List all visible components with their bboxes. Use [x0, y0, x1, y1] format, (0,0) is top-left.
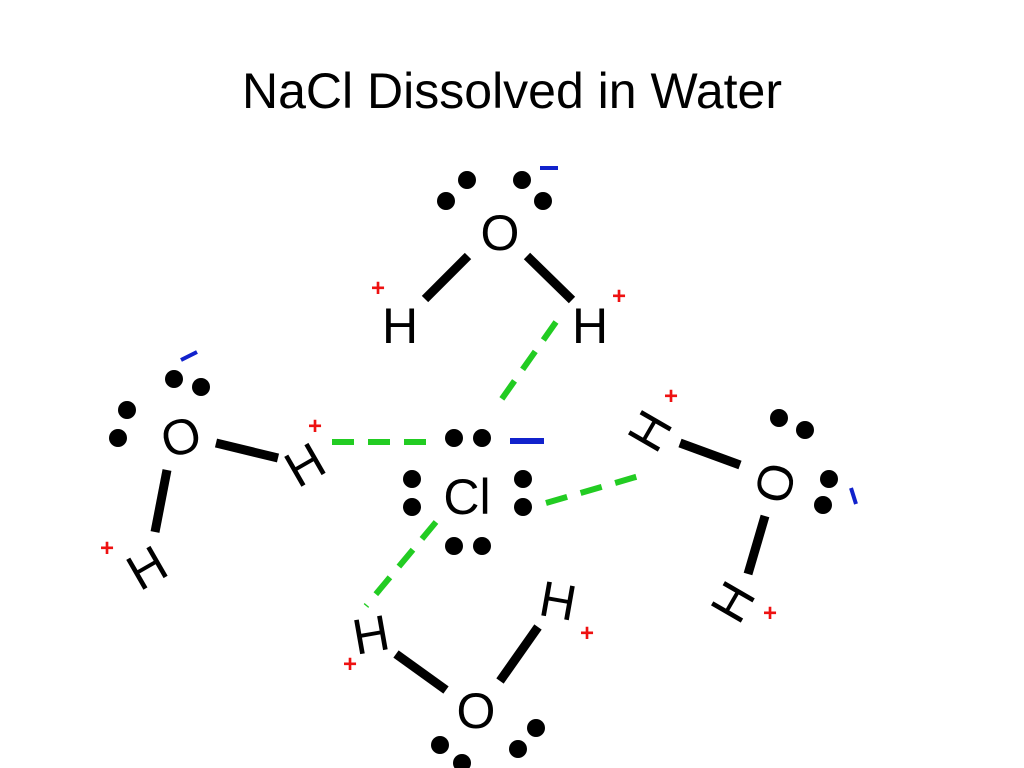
- hydrogen-bond-top: [491, 320, 559, 412]
- partial-positive-charge: +: [580, 620, 594, 647]
- partial-positive-charge: +: [664, 383, 678, 410]
- o-lone-pair-electron: [509, 740, 527, 758]
- hydrogen-symbol: H: [117, 535, 176, 602]
- partial-negative-charge: [849, 487, 858, 505]
- covalent-bond: [393, 650, 449, 694]
- o-lone-pair-electron: [109, 429, 127, 447]
- covalent-bond: [421, 252, 472, 303]
- oxygen-symbol: O: [457, 683, 496, 739]
- partial-positive-charge: +: [343, 651, 357, 678]
- partial-positive-charge: +: [763, 600, 777, 627]
- partial-positive-charge: +: [371, 275, 385, 302]
- o-lone-pair-electron: [770, 409, 788, 427]
- hydrogen-symbol: H: [382, 298, 418, 354]
- water-molecule-bottom: O H H + +: [343, 570, 594, 768]
- water-molecule-left: O H H + +: [100, 350, 335, 602]
- o-lone-pair-electron: [192, 378, 210, 396]
- o-lone-pair-electron: [431, 736, 449, 754]
- cl-lone-pair-electron: [403, 470, 421, 488]
- o-lone-pair-electron: [458, 171, 476, 189]
- cl-lone-pair-electron: [514, 470, 532, 488]
- hydrogen-symbol: H: [535, 570, 580, 631]
- hydrogen-symbol: H: [617, 401, 684, 460]
- o-lone-pair-electron: [820, 470, 838, 488]
- o-lone-pair-electron: [534, 192, 552, 210]
- oxygen-symbol: O: [743, 457, 807, 509]
- water-molecule-right: O H H + +: [617, 383, 858, 632]
- hydrogen-bond-right: [545, 471, 647, 506]
- partial-positive-charge: +: [612, 283, 626, 310]
- chloride-ion: Cl: [403, 429, 544, 555]
- o-lone-pair-electron: [437, 192, 455, 210]
- cl-lone-pair-electron: [473, 537, 491, 555]
- o-lone-pair-electron: [118, 401, 136, 419]
- hydrogen-symbol: H: [572, 298, 608, 354]
- covalent-bond: [150, 469, 172, 533]
- cl-lone-pair-electron: [445, 429, 463, 447]
- o-lone-pair-electron: [513, 171, 531, 189]
- o-lone-pair-electron: [527, 719, 545, 737]
- o-lone-pair-electron: [814, 496, 832, 514]
- covalent-bond: [523, 252, 576, 304]
- partial-negative-charge: [180, 350, 198, 362]
- cl-lone-pair-electron: [514, 498, 532, 516]
- covalent-bond: [743, 514, 770, 576]
- cl-lone-pair-electron: [473, 429, 491, 447]
- covalent-bond: [214, 438, 280, 463]
- oxygen-symbol: O: [481, 205, 520, 261]
- cl-lone-pair-electron: [403, 498, 421, 516]
- covalent-bond: [678, 438, 742, 470]
- covalent-bond: [496, 624, 542, 684]
- cl-lone-pair-electron: [445, 537, 463, 555]
- o-lone-pair-electron: [165, 370, 183, 388]
- hydrogen-bond-bottom: [363, 520, 439, 608]
- slide-title: NaCl Dissolved in Water: [242, 63, 782, 119]
- o-lone-pair-electron: [453, 754, 471, 768]
- water-molecule-top: O H H + +: [371, 166, 626, 354]
- partial-positive-charge: +: [308, 413, 322, 440]
- o-lone-pair-electron: [796, 421, 814, 439]
- oxygen-symbol: O: [155, 405, 207, 469]
- partial-positive-charge: +: [100, 535, 114, 562]
- hydrogen-symbol: H: [700, 572, 767, 631]
- hydrogen-symbol: H: [275, 432, 334, 499]
- chlorine-symbol: Cl: [443, 469, 490, 525]
